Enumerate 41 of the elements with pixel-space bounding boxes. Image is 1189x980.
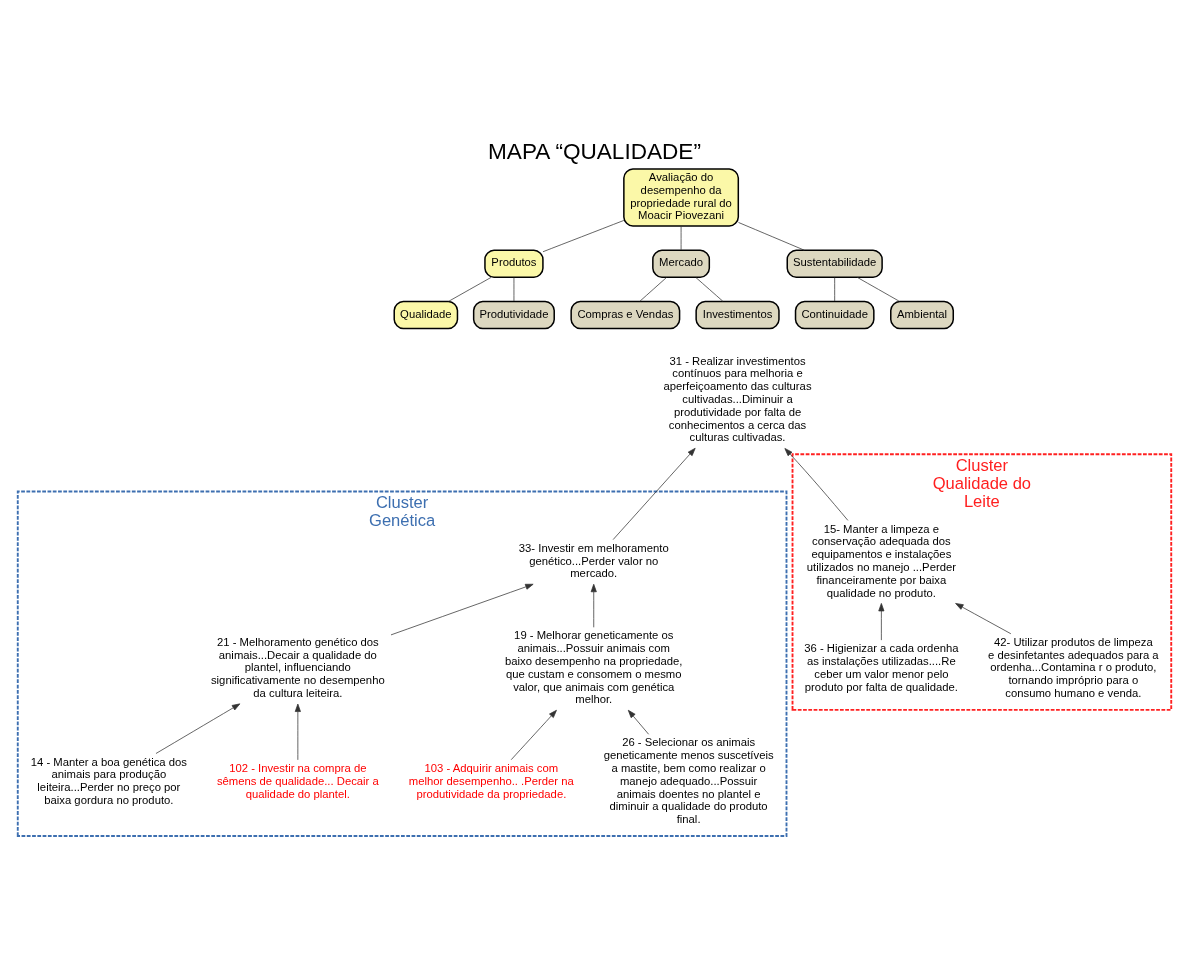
node-text: 31 - Realizar investimentos contínuos para melhoria e aperfeiçoamento das culturas cultivadas...Diminuir a produtividade por falta de conhecimentos a cerca das culturas cultivadas. (663, 354, 812, 444)
node-box: Investimentos (695, 300, 780, 330)
connector (680, 225, 682, 251)
node-box: Produtividade (472, 300, 555, 330)
arrow (294, 703, 301, 761)
connector (448, 277, 492, 302)
node-text: 21 - Melhoramento genético dos animais...Decair a qualidade do plantel, influenciando significativamente no desempenho da cultura leiteira. (210, 635, 385, 700)
arrow (390, 583, 534, 636)
connector (542, 220, 625, 253)
arrow (590, 583, 597, 628)
node-text: 33- Investir em melhoramento genético...Perder valor no mercado. (518, 541, 669, 580)
node-box: Ambiental (890, 300, 954, 330)
arrow (878, 603, 885, 641)
node-text: 36 - Higienizar a cada ordenha as instalações utilizadas....Re ceber um valor menor pelo produto por falta de qualidade. (804, 642, 959, 693)
arrow (155, 703, 241, 754)
node-box: Mercado (652, 249, 711, 279)
node-box: Avaliação do desempenho da propriedade rural do Moacir Piovezani (623, 168, 740, 227)
node-text: 102 - Investir na compra de sêmens de qualidade... Decair a qualidade do plantel. (216, 761, 379, 800)
node-box: Compras e Vendas (570, 300, 681, 330)
node-text: 14 - Manter a boa genética dos animais para produção leiteira...Perder no preço por baixa gordura no produto. (30, 755, 187, 806)
diagram-title: MAPA “QUALIDADE” (488, 139, 701, 165)
node-box: Qualidade (393, 300, 459, 330)
node-text: 103 - Adquirir animais com melhor desempenho.. .Perder na produtividade da propriedade. (408, 761, 574, 800)
connector (695, 277, 724, 302)
arrow (627, 709, 650, 735)
arrow (955, 603, 1012, 635)
node-text: 15- Manter a limpeza e conservação adequada dos equipamentos e instalações utilizados no manejo ...Perder financeiramente por baixa qualidade no produto. (806, 522, 956, 599)
node-box: Continuidade (794, 300, 875, 330)
node-text: 26 - Selecionar os animais geneticamente menos suscetíveis a mastite, bem como realizar o manejo adequado...Possuir animais doentes no plantel e diminuir a qualidade do produto final. (603, 736, 774, 826)
connector (639, 277, 667, 302)
node-text: 42- Utilizar produtos de limpeza e desinfetantes adequados para a ordenha...Contamina r o produto, tornando impróprio para o consumo humano e venda. (988, 635, 1159, 700)
connector (738, 222, 805, 251)
node-box: Sustentabilidade (786, 249, 883, 279)
arrow (510, 709, 557, 761)
connector (513, 277, 515, 302)
connector (834, 277, 836, 302)
node-text: 19 - Melhorar geneticamente os animais...Possuir animais com baixo desempenho na propriedade, que custam e consomem o mesmo valor, que animais com genética melhor. (505, 629, 683, 706)
arrow (612, 447, 696, 540)
arrow (784, 448, 849, 521)
connector (857, 277, 900, 302)
node-box: Produtos (484, 249, 544, 279)
